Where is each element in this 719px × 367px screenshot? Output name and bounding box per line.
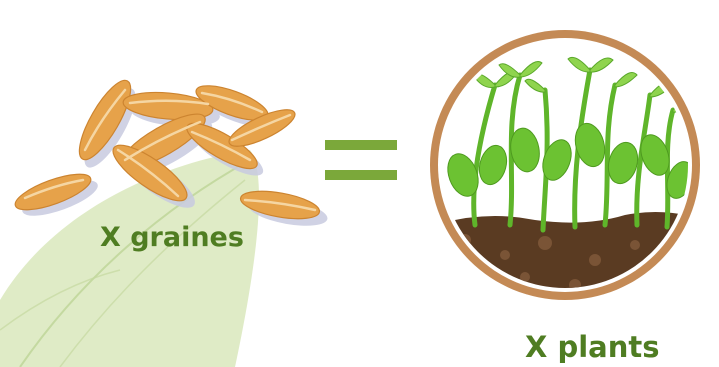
seedlings-circle-icon — [425, 15, 705, 305]
seeds-label: X graines — [100, 222, 244, 253]
plants-label: X plants — [525, 330, 660, 364]
equals-sign-icon — [325, 132, 405, 192]
